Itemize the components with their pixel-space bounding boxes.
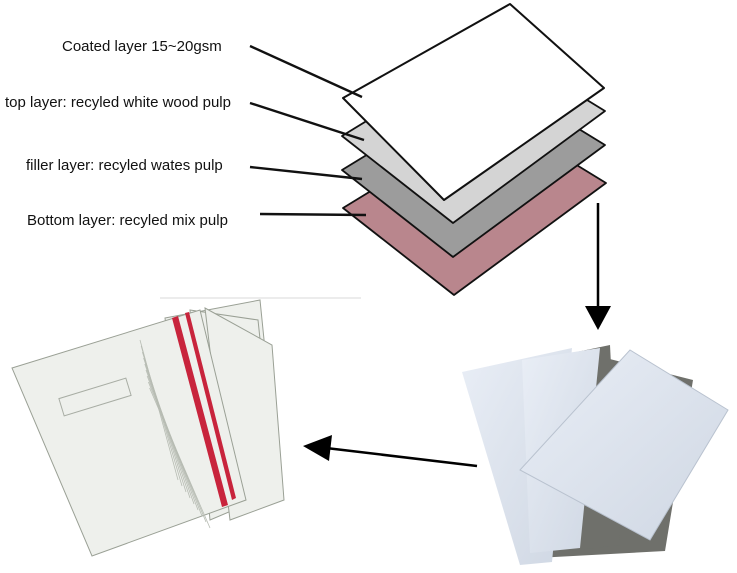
- down-arrow: [585, 203, 611, 330]
- coated-layer-label: Coated layer 15~20gsm: [62, 38, 222, 55]
- top-layer-label: top layer: recyled white wood pulp: [5, 94, 231, 111]
- bottom-layer-label: Bottom layer: recyled mix pulp: [27, 212, 228, 229]
- envelope-print-line: [149, 387, 211, 529]
- paperboard-sheets-photo: [462, 345, 729, 565]
- top-layer-leader-line: [249, 101, 365, 142]
- filler-layer-label: filler layer: recyled wates pulp: [26, 157, 223, 174]
- left-arrow: [303, 435, 478, 468]
- bottom-layer-leader-line: [259, 212, 367, 217]
- coated-layer-sheet: [342, 3, 605, 201]
- envelopes-photo: [11, 297, 361, 557]
- filler-layer-leader-line: [249, 165, 363, 181]
- coated-layer-leader-line: [249, 44, 363, 99]
